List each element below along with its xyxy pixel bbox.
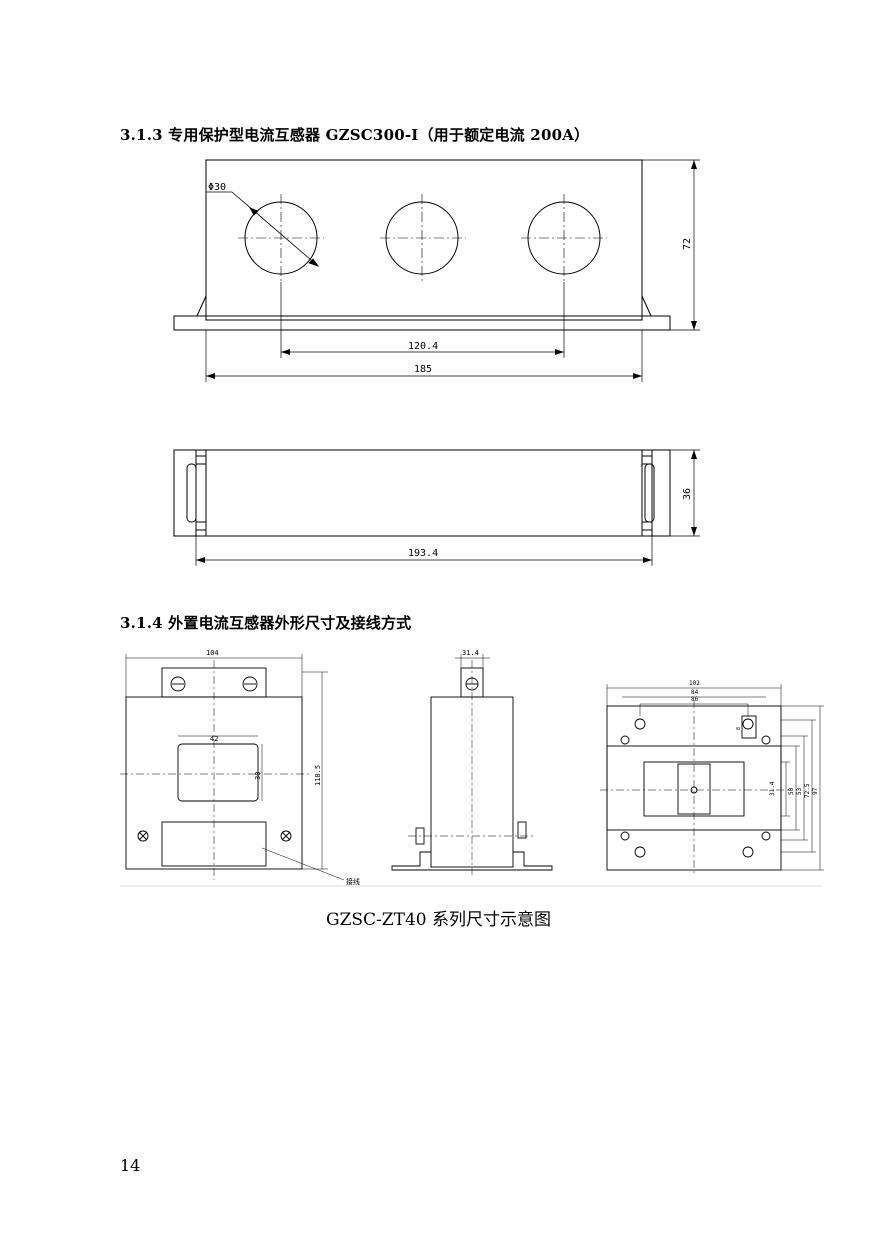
ext-c-small-label: 8: [736, 727, 742, 730]
top-base-outline: [173, 449, 671, 537]
ext-a-terminal-label: 接线: [346, 877, 360, 886]
ext-c-h-31-4: 31.4: [769, 781, 776, 796]
ext-c-h-97: 97: [812, 787, 819, 795]
ext-c-h-53: 53: [796, 787, 803, 795]
ext-c-width-86: 86: [691, 696, 699, 703]
top-view-drawing: 36 193.4: [173, 449, 700, 566]
top-height-label: 36: [682, 488, 693, 500]
front-body-outline: [205, 159, 643, 321]
external-ct-drawings: 104 42 30 118.5 接线 31.4: [120, 649, 824, 887]
top-slot-left: [186, 463, 197, 523]
front-base-flange: [173, 315, 671, 331]
ext-c-h-72-5: 72.5: [804, 783, 811, 798]
ext-c-width-84: 84: [691, 689, 699, 696]
figure-caption: GZSC-ZT40 系列尺寸示意图: [326, 910, 551, 930]
front-view-drawing: Φ30 72 120.4 185: [173, 159, 700, 382]
ext-a-width-label: 104: [206, 649, 219, 657]
front-height-label: 72: [682, 238, 693, 250]
front-width-label: 185: [414, 364, 432, 375]
ext-c-h-50: 50: [788, 787, 795, 795]
top-width-label: 193.4: [408, 548, 438, 559]
top-body-outline: [205, 449, 643, 537]
ext-a-window-width-label: 42: [210, 735, 218, 743]
section-heading-313: 3.1.3 专用保护型电流互感器 GZSC300-I（用于额定电流 200A）: [120, 126, 590, 144]
page-number: 14: [120, 1156, 141, 1175]
section-heading-314: 3.1.4 外置电流互感器外形尺寸及接线方式: [120, 614, 412, 632]
ext-c-width-102: 102: [689, 680, 700, 687]
front-spacing-label: 120.4: [408, 341, 438, 352]
ext-a-height-label: 118.5: [314, 765, 322, 786]
ext-a-window-height-label: 30: [254, 772, 262, 780]
front-diameter-label: Φ30: [208, 182, 226, 193]
top-slot-right: [644, 463, 655, 523]
ext-b-width-label: 31.4: [462, 649, 479, 657]
